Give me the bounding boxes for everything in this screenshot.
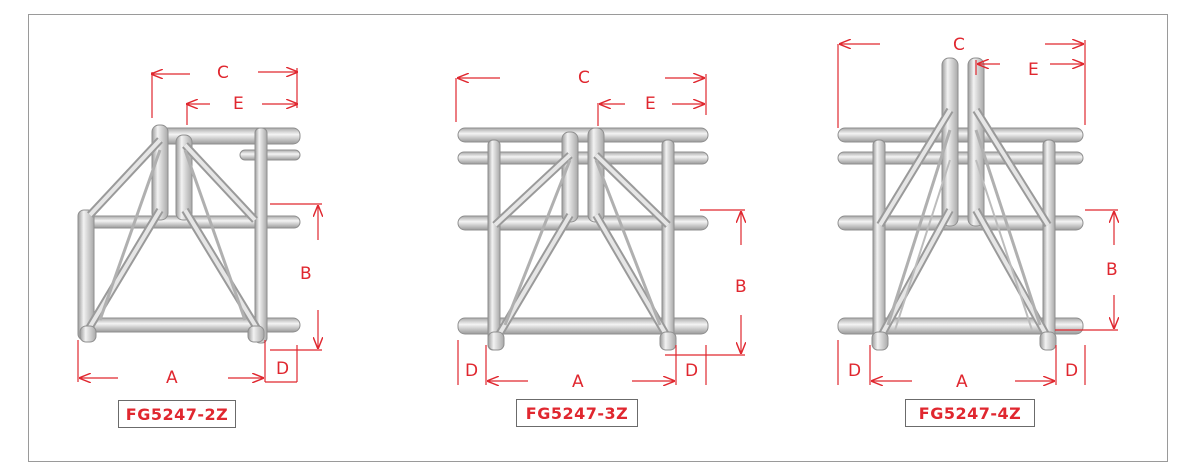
dim-b-label: B: [735, 277, 747, 297]
dim-b-label: B: [1106, 260, 1118, 280]
dimensions-2z: [77, 68, 322, 382]
truss-4z: [837, 57, 1084, 351]
dim-a-label: A: [956, 372, 968, 392]
model-label-2z: FG5247-2Z: [118, 400, 236, 428]
dim-b-label: B: [300, 264, 312, 284]
dimensions-4z: [837, 40, 1118, 385]
dimensions-3z: [455, 74, 745, 385]
dim-e-label: E: [233, 94, 244, 114]
truss-2z: [77, 124, 301, 344]
model-label-3z: FG5247-3Z: [516, 399, 638, 427]
dim-d-label-left: D: [848, 361, 862, 381]
dim-c-label: C: [953, 35, 965, 55]
dim-d-label-left: D: [465, 361, 479, 381]
dim-d-label-right: D: [685, 361, 699, 381]
dim-c-label: C: [578, 68, 590, 88]
dim-e-label: E: [1028, 60, 1039, 80]
dim-a-label: A: [166, 368, 178, 388]
dim-a-label: A: [572, 372, 584, 392]
dim-d-label: D: [276, 359, 290, 379]
dim-d-label-right: D: [1065, 361, 1079, 381]
dim-c-label: C: [217, 63, 229, 83]
dim-e-label: E: [645, 94, 656, 114]
truss-3z: [457, 127, 709, 351]
model-label-4z: FG5247-4Z: [905, 399, 1035, 427]
